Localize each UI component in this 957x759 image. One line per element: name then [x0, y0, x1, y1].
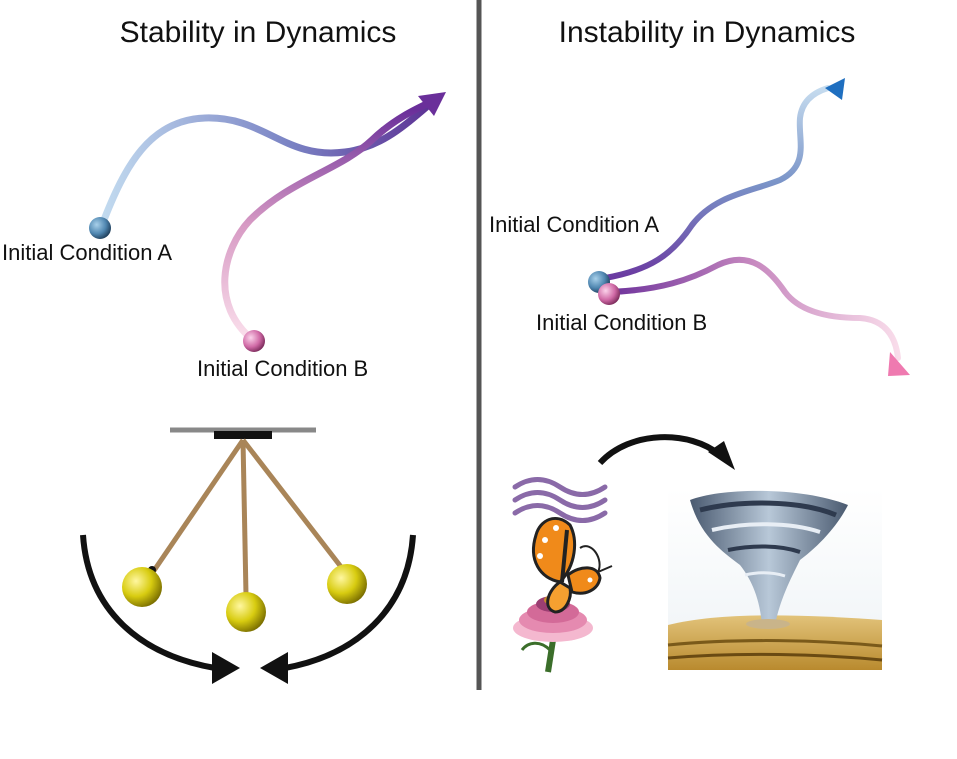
initial-condition-a-ball: [89, 217, 111, 239]
pendulum-icon: [80, 427, 416, 684]
trajectory-a-unstable: [602, 85, 831, 281]
trajectory-b-stable: [221, 96, 439, 344]
trajectory-b-unstable: [607, 256, 901, 361]
effect-arrowhead: [708, 441, 735, 470]
left-label-b: Initial Condition B: [197, 356, 368, 381]
left-panel-title: Stability in Dynamics: [120, 16, 397, 49]
wind-waves-icon: [512, 477, 608, 523]
right-panel-title: Instability in Dynamics: [559, 16, 856, 49]
trajectory-a-stable: [98, 96, 439, 229]
effect-arrow: [597, 434, 722, 466]
initial-condition-b-ball: [243, 330, 265, 352]
converged-arrowhead: [418, 92, 446, 116]
right-label-a: Initial Condition A: [489, 212, 659, 237]
arrowhead-b-unstable: [888, 352, 910, 376]
right-label-b: Initial Condition B: [536, 310, 707, 335]
right-initial-b-ball: [598, 283, 620, 305]
butterfly-icon: [532, 517, 613, 614]
tornado-icon: [667, 488, 883, 670]
left-label-a: Initial Condition A: [2, 240, 172, 265]
arrowhead-a-unstable: [825, 78, 845, 100]
